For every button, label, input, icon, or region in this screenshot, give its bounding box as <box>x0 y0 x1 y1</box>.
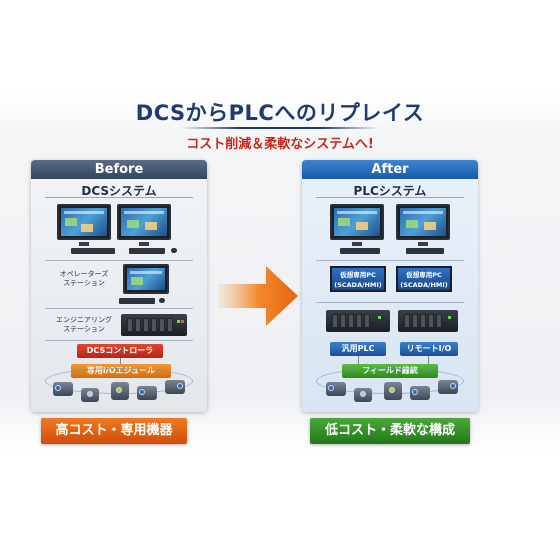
connector-line <box>428 356 429 364</box>
monitor-stand <box>352 242 362 246</box>
rack-icon <box>326 310 390 332</box>
monitor-stand <box>139 242 149 246</box>
before-panel: Before DCSシステム オペレーターズ ステーション エンジニアリング ス… <box>31 160 207 412</box>
rack-icon <box>398 310 458 332</box>
divider <box>316 302 464 303</box>
after-panel: After PLCシステム 仮想専用PC (SCADA/HMI) 仮想専用PC … <box>302 160 478 412</box>
monitor-stand <box>418 242 428 246</box>
keyboard-icon <box>406 248 444 254</box>
page-subtitle: コスト削減＆柔軟なシステムへ! <box>186 137 374 152</box>
keyboard-icon <box>71 248 115 254</box>
after-panel-header: After <box>302 160 478 179</box>
monitor-icon <box>117 204 171 240</box>
page-title: DCSからPLCへのリプレイス <box>135 101 425 125</box>
monitor-icon <box>123 264 169 294</box>
title-divider <box>180 127 380 129</box>
dcs-controller-band: DCSコントローラ <box>77 344 163 358</box>
connector-line <box>120 358 121 364</box>
monitor-icon <box>330 204 384 240</box>
monitor-icon <box>396 204 450 240</box>
sensor-icon <box>111 382 129 400</box>
sensor-icon <box>326 382 346 396</box>
after-summary-badge: 低コスト・柔軟な構成 <box>310 418 470 444</box>
mouse-icon <box>171 248 177 253</box>
operator-station-label: オペレーターズ ステーション <box>59 270 109 287</box>
keyboard-icon <box>340 248 380 254</box>
sensor-icon <box>137 386 157 400</box>
sensor-icon <box>410 386 430 400</box>
arrow-right-icon <box>218 266 298 326</box>
rack-icon <box>121 314 187 336</box>
scada-pc-right: 仮想専用PC (SCADA/HMI) <box>396 266 452 292</box>
engineering-station-label: エンジニアリング ステーション <box>56 316 112 333</box>
divider <box>45 260 193 261</box>
divider <box>316 197 464 198</box>
sensor-icon <box>384 382 402 400</box>
divider <box>45 340 193 341</box>
mouse-icon <box>159 298 165 303</box>
sensor-icon <box>165 380 185 394</box>
keyboard-icon <box>119 298 155 304</box>
monitor-icon <box>57 204 111 240</box>
plc-system-title: PLCシステム <box>353 184 427 198</box>
sensor-icon <box>81 388 99 402</box>
sensor-icon <box>438 380 458 394</box>
divider <box>45 197 193 198</box>
connector-line <box>358 356 359 364</box>
keyboard-icon <box>129 248 165 254</box>
dcs-system-title: DCSシステム <box>81 184 157 198</box>
general-plc-band: 汎用PLC <box>330 342 386 356</box>
before-panel-header: Before <box>31 160 207 179</box>
divider <box>45 308 193 309</box>
scada-pc-left: 仮想専用PC (SCADA/HMI) <box>330 266 386 292</box>
before-summary-badge: 高コスト・専用機器 <box>41 418 187 444</box>
monitor-stand <box>79 242 89 246</box>
sensor-icon <box>53 382 73 396</box>
divider <box>316 260 464 261</box>
remote-io-band: リモートI/O <box>400 342 458 356</box>
sensor-icon <box>354 388 372 402</box>
